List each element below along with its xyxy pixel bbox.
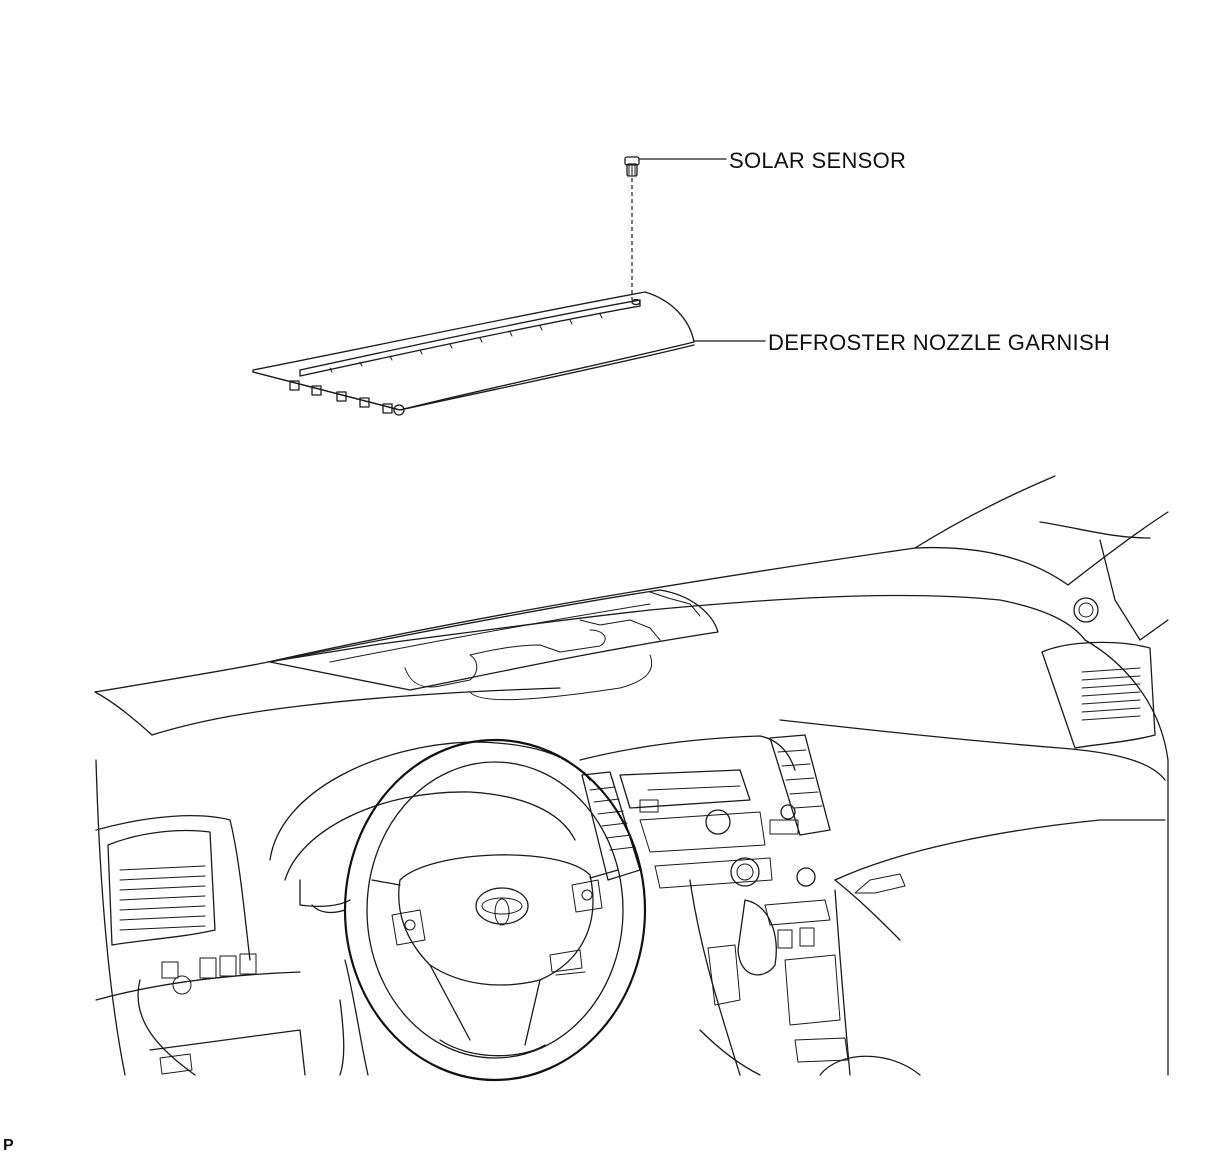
defroster-nozzle-garnish-label: DEFROSTER NOZZLE GARNISH	[768, 330, 1110, 355]
dashboard-illustration	[94, 475, 1169, 1082]
defroster-nozzle-garnish-part	[252, 291, 695, 416]
solar-sensor-part	[624, 156, 640, 300]
figure-reference: P	[3, 1137, 14, 1154]
solar-sensor-label: SOLAR SENSOR	[729, 148, 906, 173]
